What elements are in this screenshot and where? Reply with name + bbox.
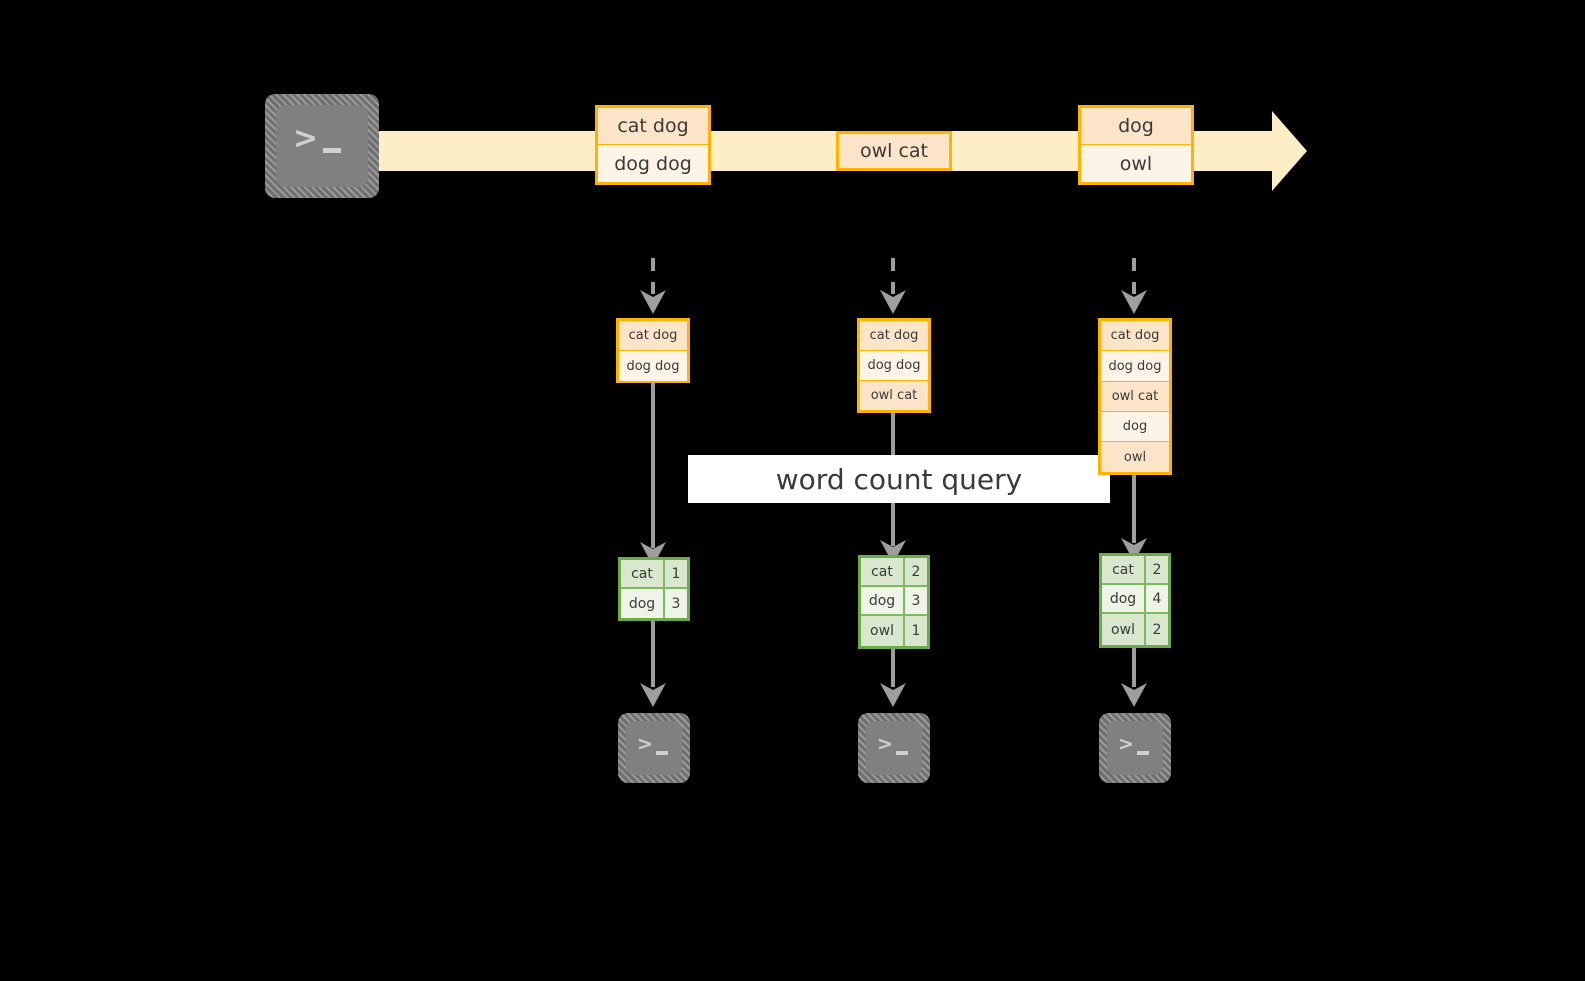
input-table-3-row: dog bbox=[1101, 412, 1169, 442]
sink-arrow-line-1 bbox=[651, 621, 655, 687]
prompt-cursor-icon bbox=[1137, 751, 1149, 755]
table-row: cat 2 bbox=[861, 558, 927, 587]
stream-batch-3-row: dog bbox=[1081, 108, 1191, 145]
feed-arrow-line-1 bbox=[651, 258, 655, 294]
sink-terminal-icon-1[interactable]: > bbox=[618, 713, 690, 783]
query-arrow-line-3 bbox=[1132, 475, 1136, 543]
sink-terminal-icon-3[interactable]: > bbox=[1099, 713, 1171, 783]
input-table-2[interactable]: cat dog dog dog owl cat bbox=[857, 318, 931, 413]
input-table-3[interactable]: cat dog dog dog owl cat dog owl bbox=[1098, 318, 1172, 475]
terminal-screen bbox=[276, 105, 368, 187]
sink-arrow-line-3 bbox=[1132, 648, 1136, 687]
prompt-chevron-icon: > bbox=[293, 121, 319, 156]
prompt-chevron-icon: > bbox=[637, 733, 653, 755]
result-count-cell: 1 bbox=[665, 560, 687, 587]
input-table-3-row: cat dog bbox=[1101, 321, 1169, 351]
stream-batch-2-row: owl cat bbox=[839, 134, 949, 168]
sink-arrow-head-2 bbox=[880, 683, 906, 707]
result-word-cell: cat bbox=[861, 558, 905, 585]
result-word-cell: owl bbox=[861, 616, 905, 646]
sink-arrow-head-3 bbox=[1121, 683, 1147, 707]
stream-batch-1-row: dog dog bbox=[598, 145, 708, 182]
stream-arrowhead bbox=[1272, 111, 1307, 191]
feed-arrow-head-1 bbox=[640, 290, 666, 314]
result-count-cell: 2 bbox=[905, 558, 927, 585]
stream-batch-3[interactable]: dog owl bbox=[1078, 105, 1194, 185]
table-row: owl 2 bbox=[1102, 614, 1168, 645]
terminal-screen bbox=[866, 721, 922, 775]
sink-arrow-line-2 bbox=[891, 649, 895, 687]
stream-batch-1[interactable]: cat dog dog dog bbox=[595, 105, 711, 185]
result-word-cell: dog bbox=[1102, 585, 1146, 612]
result-count-cell: 4 bbox=[1146, 585, 1168, 612]
result-count-cell: 3 bbox=[905, 587, 927, 614]
query-banner-label: word count query bbox=[775, 462, 1023, 496]
table-row: owl 1 bbox=[861, 616, 927, 646]
result-count-cell: 2 bbox=[1146, 556, 1168, 583]
result-word-cell: dog bbox=[861, 587, 905, 614]
source-terminal-icon[interactable]: > bbox=[265, 94, 379, 198]
stream-batch-3-row: owl bbox=[1081, 145, 1191, 182]
feed-arrow-head-2 bbox=[880, 290, 906, 314]
result-word-cell: cat bbox=[621, 560, 665, 587]
input-table-1-row: cat dog bbox=[619, 321, 687, 351]
terminal-screen bbox=[626, 721, 682, 775]
result-count-cell: 2 bbox=[1146, 614, 1168, 645]
query-arrow-line-1 bbox=[651, 383, 655, 548]
table-row: dog 4 bbox=[1102, 585, 1168, 614]
query-banner: word count query bbox=[688, 455, 1110, 503]
sink-arrow-head-1 bbox=[640, 683, 666, 707]
feed-arrow-line-3 bbox=[1132, 258, 1136, 294]
input-table-3-row: dog dog bbox=[1101, 351, 1169, 382]
input-table-3-row: owl cat bbox=[1101, 382, 1169, 412]
table-row: dog 3 bbox=[861, 587, 927, 616]
stream-batch-1-row: cat dog bbox=[598, 108, 708, 145]
input-table-2-row: owl cat bbox=[860, 381, 928, 410]
prompt-cursor-icon bbox=[323, 148, 341, 153]
result-word-cell: cat bbox=[1102, 556, 1146, 583]
result-table-1[interactable]: cat 1 dog 3 bbox=[618, 557, 690, 621]
stream-batch-2[interactable]: owl cat bbox=[836, 131, 952, 171]
feed-arrow-head-3 bbox=[1121, 290, 1147, 314]
prompt-cursor-icon bbox=[656, 751, 668, 755]
result-count-cell: 1 bbox=[905, 616, 927, 646]
input-table-3-row: owl bbox=[1101, 442, 1169, 472]
input-table-1-row: dog dog bbox=[619, 351, 687, 381]
query-arrow-head-2 bbox=[880, 540, 906, 564]
table-row: cat 2 bbox=[1102, 556, 1168, 585]
input-table-1[interactable]: cat dog dog dog bbox=[616, 318, 690, 383]
prompt-cursor-icon bbox=[896, 751, 908, 755]
feed-arrow-line-2 bbox=[891, 258, 895, 294]
input-table-2-row: cat dog bbox=[860, 321, 928, 351]
sink-terminal-icon-2[interactable]: > bbox=[858, 713, 930, 783]
result-word-cell: dog bbox=[621, 589, 665, 618]
result-count-cell: 3 bbox=[665, 589, 687, 618]
prompt-chevron-icon: > bbox=[877, 733, 893, 755]
query-arrow-head-1 bbox=[640, 542, 666, 566]
result-word-cell: owl bbox=[1102, 614, 1146, 645]
table-row: cat 1 bbox=[621, 560, 687, 589]
result-table-2[interactable]: cat 2 dog 3 owl 1 bbox=[858, 555, 930, 649]
query-arrow-head-3 bbox=[1121, 538, 1147, 562]
prompt-chevron-icon: > bbox=[1118, 733, 1134, 755]
result-table-3[interactable]: cat 2 dog 4 owl 2 bbox=[1099, 553, 1171, 648]
terminal-screen bbox=[1107, 721, 1163, 775]
input-table-2-row: dog dog bbox=[860, 351, 928, 381]
table-row: dog 3 bbox=[621, 589, 687, 618]
